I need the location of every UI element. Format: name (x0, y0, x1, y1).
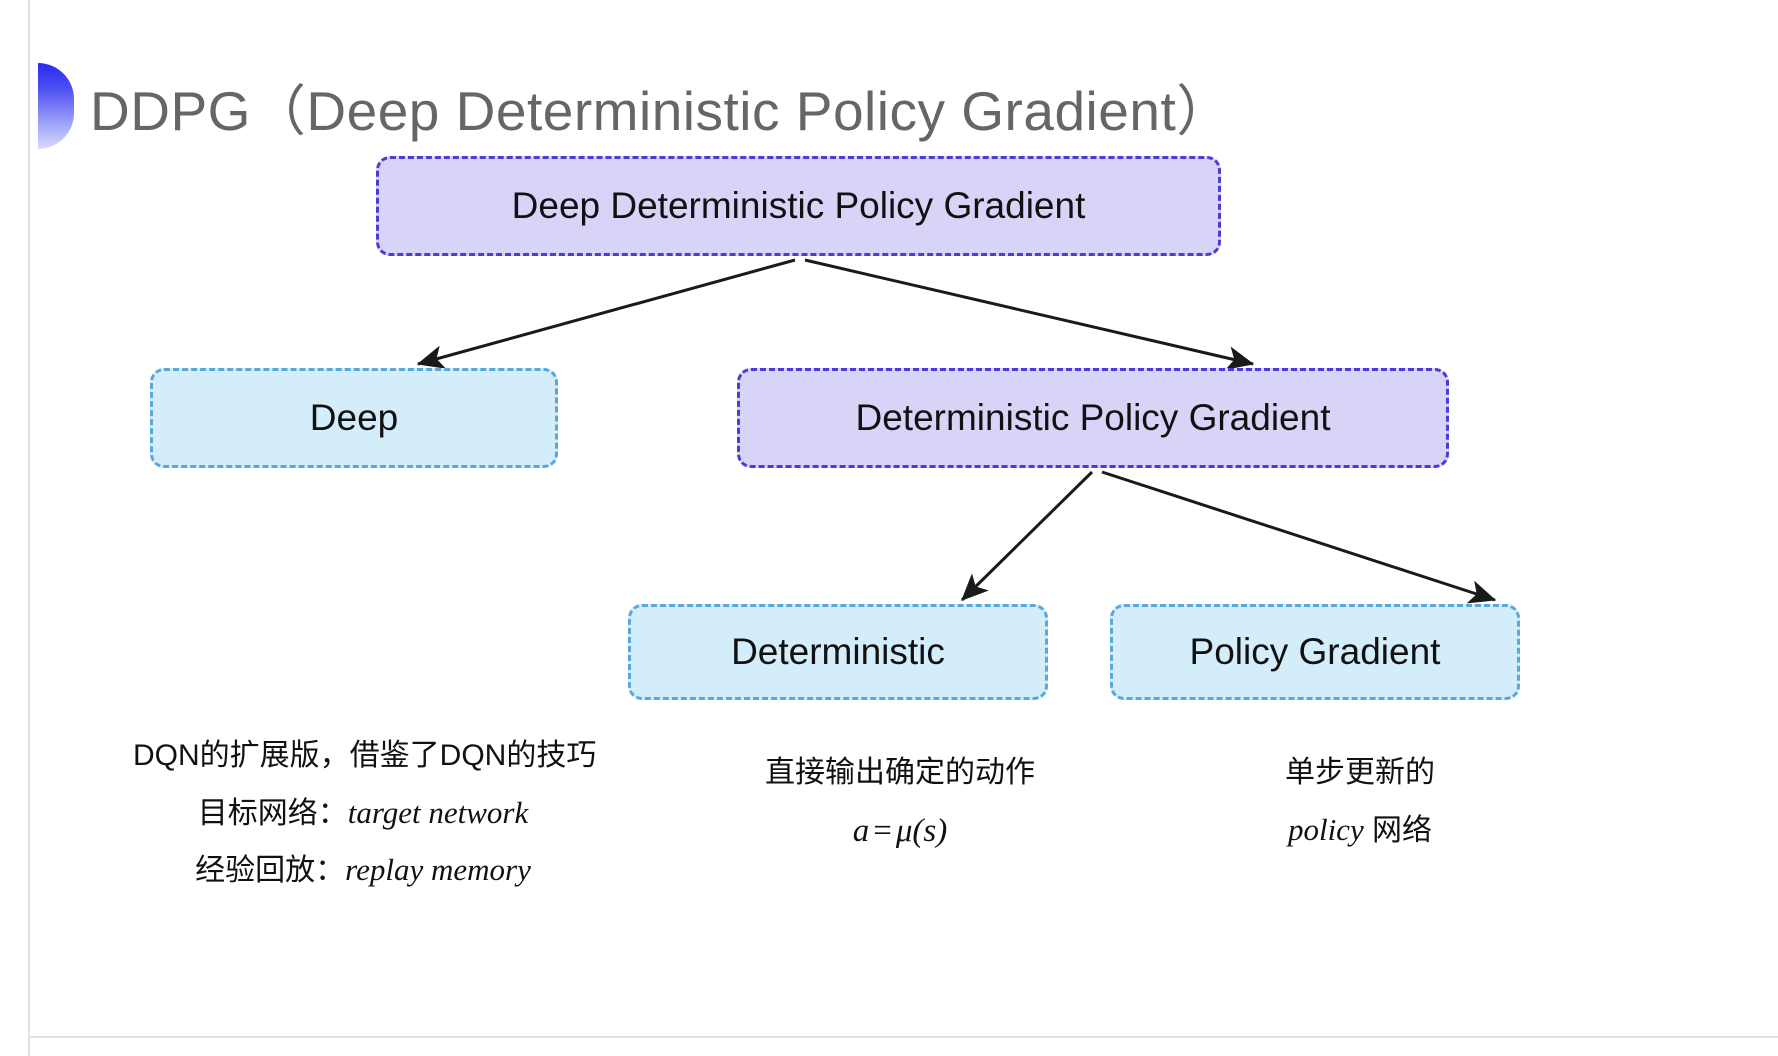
node-policy-gradient[interactable]: Policy Gradient (1110, 604, 1520, 700)
node-label: Deep Deterministic Policy Gradient (511, 184, 1086, 226)
slide-bottom-edge (28, 1036, 1778, 1038)
formula-lhs: a (852, 812, 870, 849)
node-label: Deterministic (731, 630, 945, 672)
page-title: DDPG（Deep Deterministic Policy Gradient） (38, 58, 1232, 154)
annotation-deep-line3-label: 经验回放： (195, 854, 346, 887)
annotation-policy-gradient-line1: 单步更新的 (1285, 756, 1435, 789)
formula-operator: = (873, 812, 892, 849)
annotation-deterministic: 直接输出确定的动作 a=μ(s) (720, 745, 1080, 862)
annotation-deterministic-formula: a=μ(s) (720, 801, 1080, 862)
node-label: Deterministic Policy Gradient (855, 396, 1331, 438)
edge-root-to-dpg (804, 258, 1255, 370)
node-label: Deep (309, 396, 399, 438)
node-deterministic[interactable]: Deterministic (628, 604, 1048, 700)
annotation-deep-line3-term: replay memory (345, 852, 531, 887)
annotation-deep-line2-term: target network (347, 794, 529, 830)
edge-dpg-to-policy-gradient (1101, 470, 1497, 604)
annotation-deep-line3: 经验回放：replay memory (133, 841, 593, 899)
node-deep-deterministic-policy-gradient[interactable]: Deep Deterministic Policy Gradient (376, 156, 1221, 256)
slide-left-edge (28, 0, 30, 1056)
half-circle-bullet-icon (38, 63, 74, 149)
node-label: Policy Gradient (1189, 630, 1441, 672)
node-deterministic-policy-gradient[interactable]: Deterministic Policy Gradient (737, 368, 1449, 468)
annotation-policy-gradient: 单步更新的 policy 网络 (1190, 745, 1530, 858)
node-deep[interactable]: Deep (150, 368, 558, 468)
annotation-deep: DQN的扩展版，借鉴了DQN的技巧 目标网络：target network 经验… (133, 728, 597, 899)
annotation-policy-gradient-suffix: 网络 (1363, 813, 1433, 847)
annotation-policy-gradient-term: policy (1287, 811, 1364, 847)
edge-dpg-to-deterministic (960, 470, 1094, 602)
formula-rhs: μ(s) (895, 812, 948, 849)
page-title-text: DDPG（Deep Deterministic Policy Gradient） (90, 80, 1232, 142)
edge-root-to-deep (416, 258, 796, 369)
annotation-deterministic-line1: 直接输出确定的动作 (765, 756, 1035, 789)
annotation-deep-line2: 目标网络：target network (133, 784, 593, 842)
annotation-deep-line1: DQN的扩展版，借鉴了DQN的技巧 (133, 739, 597, 772)
annotation-deep-line2-label: 目标网络： (197, 796, 348, 830)
annotation-policy-gradient-line2: policy 网络 (1190, 801, 1530, 859)
